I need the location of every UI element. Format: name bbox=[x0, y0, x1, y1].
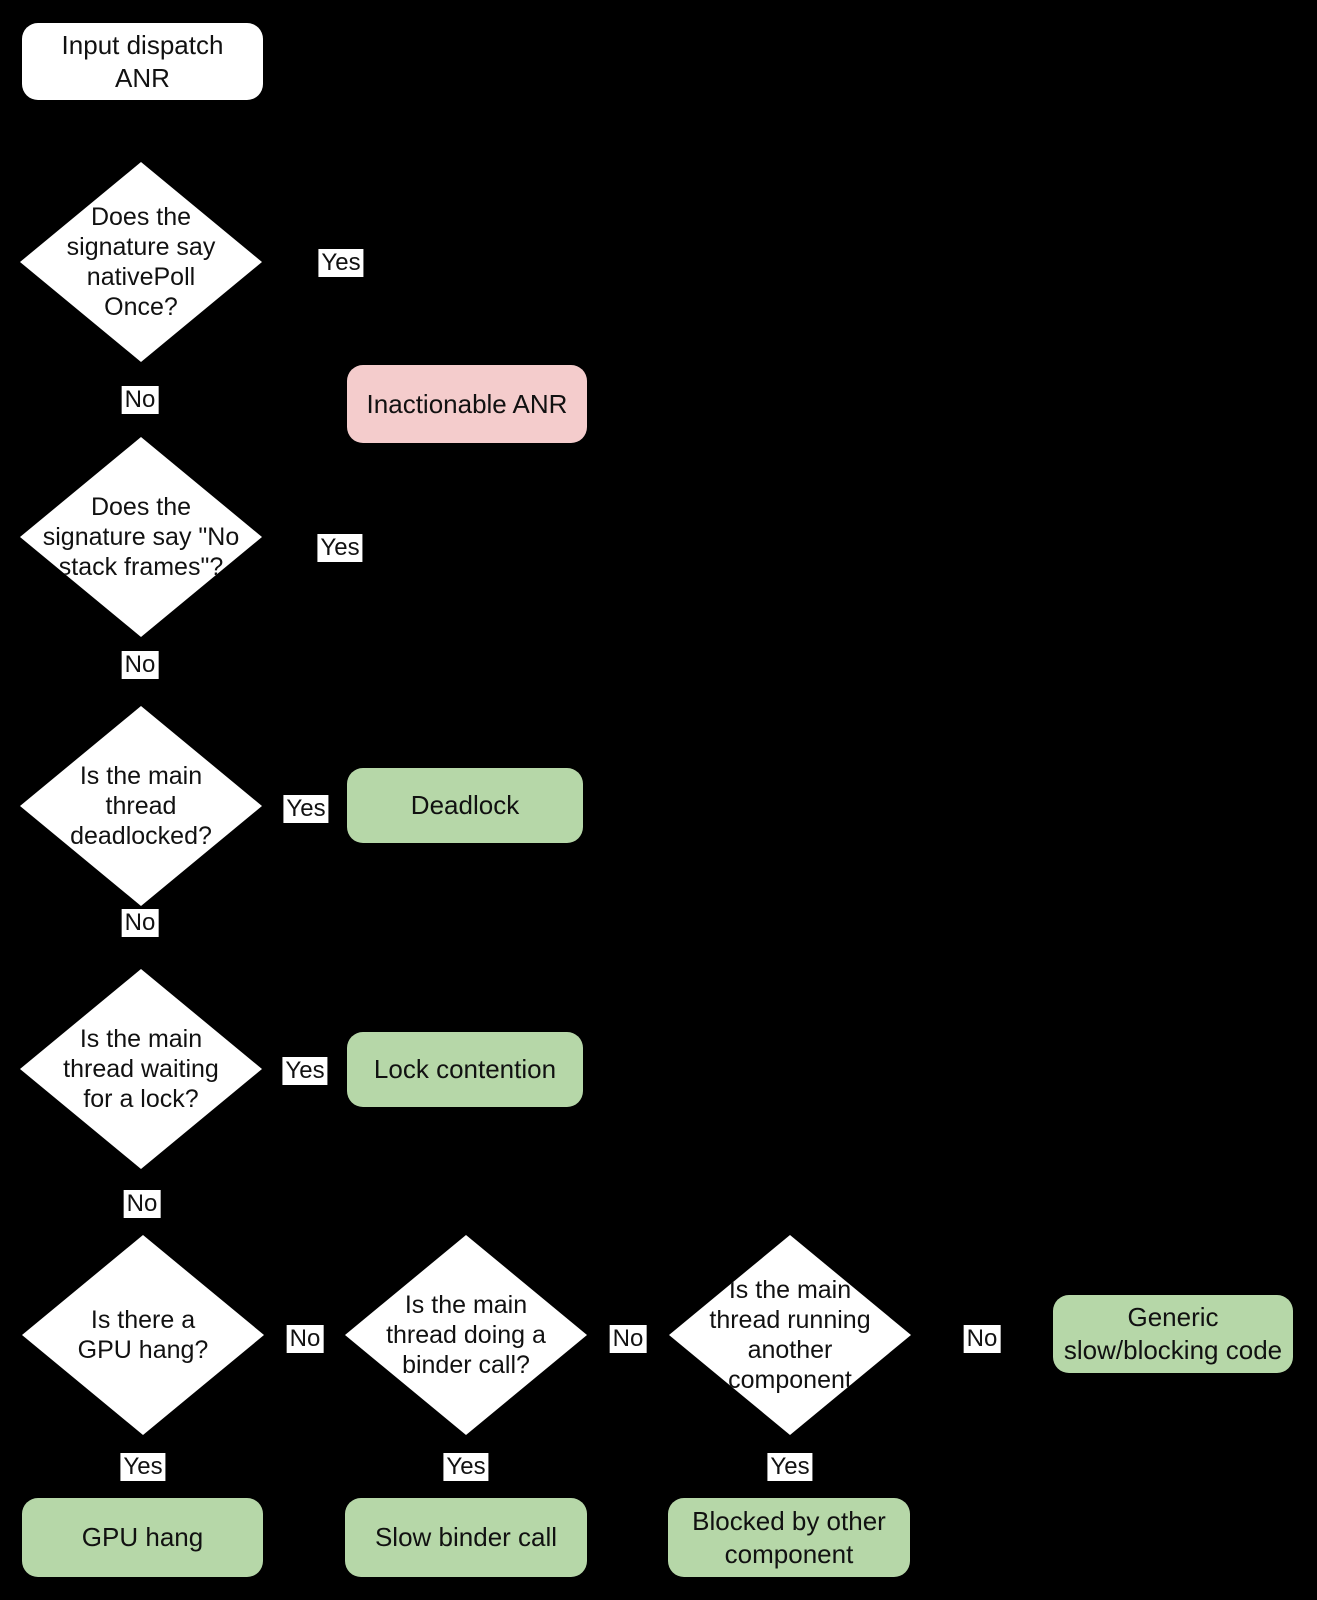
outcome-slow-binder-call: Slow binder call bbox=[345, 1498, 587, 1577]
edge-label-no-1: No bbox=[121, 386, 159, 414]
decision-main-thread-deadlocked: Is the main thread deadlocked? bbox=[20, 706, 262, 906]
decision-text-line: deadlocked? bbox=[70, 822, 212, 850]
decision-text-line: thread doing a bbox=[386, 1321, 546, 1349]
outcome-blocked-by-other-component: Blocked by other component bbox=[668, 1498, 910, 1577]
decision-text-line: Is the main bbox=[79, 762, 203, 790]
outcome-lock-contention: Lock contention bbox=[347, 1032, 583, 1107]
outcome-label: Deadlock bbox=[410, 790, 520, 820]
start-node-label: Input dispatch ANR bbox=[61, 29, 224, 93]
decision-text-line: nativePoll bbox=[86, 263, 196, 291]
outcome-gpu-hang: GPU hang bbox=[22, 1498, 263, 1577]
decision-running-another-component: Is the main thread running another compo… bbox=[669, 1235, 911, 1435]
decision-no-stack-frames: Does the signature say "No stack frames"… bbox=[20, 437, 262, 637]
decision-text-line: Is the main bbox=[404, 1291, 528, 1319]
edge-label-no-2: No bbox=[121, 651, 159, 679]
outcome-label: Inactionable ANR bbox=[366, 388, 568, 419]
decision-text-line: GPU hang? bbox=[77, 1336, 209, 1364]
decision-text-line: Is there a bbox=[90, 1306, 196, 1334]
decision-text-line: component bbox=[728, 1366, 852, 1394]
decision-text-line: stack frames"? bbox=[58, 553, 224, 581]
outcome-label: Blocked by other component bbox=[692, 1505, 886, 1569]
start-node: Input dispatch ANR bbox=[22, 23, 263, 100]
edge-label-yes-4: Yes bbox=[282, 1057, 328, 1085]
edge-label-yes-3: Yes bbox=[283, 795, 329, 823]
edge-label-no-5: No bbox=[286, 1325, 324, 1353]
edge-label-no-3: No bbox=[121, 909, 159, 937]
decision-text-line: thread bbox=[105, 792, 177, 820]
edge-label-yes-1: Yes bbox=[318, 249, 364, 277]
decision-text-line: binder call? bbox=[402, 1351, 530, 1379]
decision-text-line: signature say "No bbox=[42, 523, 240, 551]
decision-text-line: Is the main bbox=[728, 1276, 852, 1304]
outcome-generic-slow-blocking-code: Generic slow/blocking code bbox=[1053, 1295, 1293, 1373]
outcome-label: Slow binder call bbox=[374, 1522, 558, 1552]
edge-label-yes-7: Yes bbox=[767, 1453, 813, 1481]
edge-label-no-6: No bbox=[609, 1325, 647, 1353]
edge-label-yes-6: Yes bbox=[443, 1453, 489, 1481]
outcome-label: Generic slow/blocking code bbox=[1063, 1302, 1283, 1365]
decision-main-thread-waiting-lock: Is the main thread waiting for a lock? bbox=[20, 969, 262, 1169]
outcome-label: Lock contention bbox=[373, 1054, 557, 1084]
outcome-inactionable-anr: Inactionable ANR bbox=[347, 365, 587, 443]
outcome-deadlock: Deadlock bbox=[347, 768, 583, 843]
decision-binder-call: Is the main thread doing a binder call? bbox=[345, 1235, 587, 1435]
decision-gpu-hang: Is there a GPU hang? bbox=[22, 1235, 264, 1435]
decision-text-line: Does the bbox=[90, 493, 192, 521]
decision-text-line: Is the main bbox=[79, 1025, 203, 1053]
decision-native-poll-once: Does the signature say nativePoll Once? bbox=[20, 162, 262, 362]
decision-text-line: thread waiting bbox=[63, 1055, 219, 1083]
decision-text-line: Does the bbox=[90, 203, 192, 231]
edge-label-no-4: No bbox=[123, 1190, 161, 1218]
decision-text-line: another bbox=[747, 1336, 833, 1364]
outcome-label: GPU hang bbox=[81, 1522, 204, 1552]
decision-text-line: signature say bbox=[66, 233, 216, 261]
decision-text-line: for a lock? bbox=[83, 1085, 199, 1113]
edge-label-no-7: No bbox=[963, 1325, 1001, 1353]
decision-text-line: thread running bbox=[709, 1306, 871, 1334]
decision-text-line: Once? bbox=[104, 293, 178, 321]
edge-label-yes-5: Yes bbox=[120, 1453, 166, 1481]
edge-label-yes-2: Yes bbox=[317, 534, 363, 562]
